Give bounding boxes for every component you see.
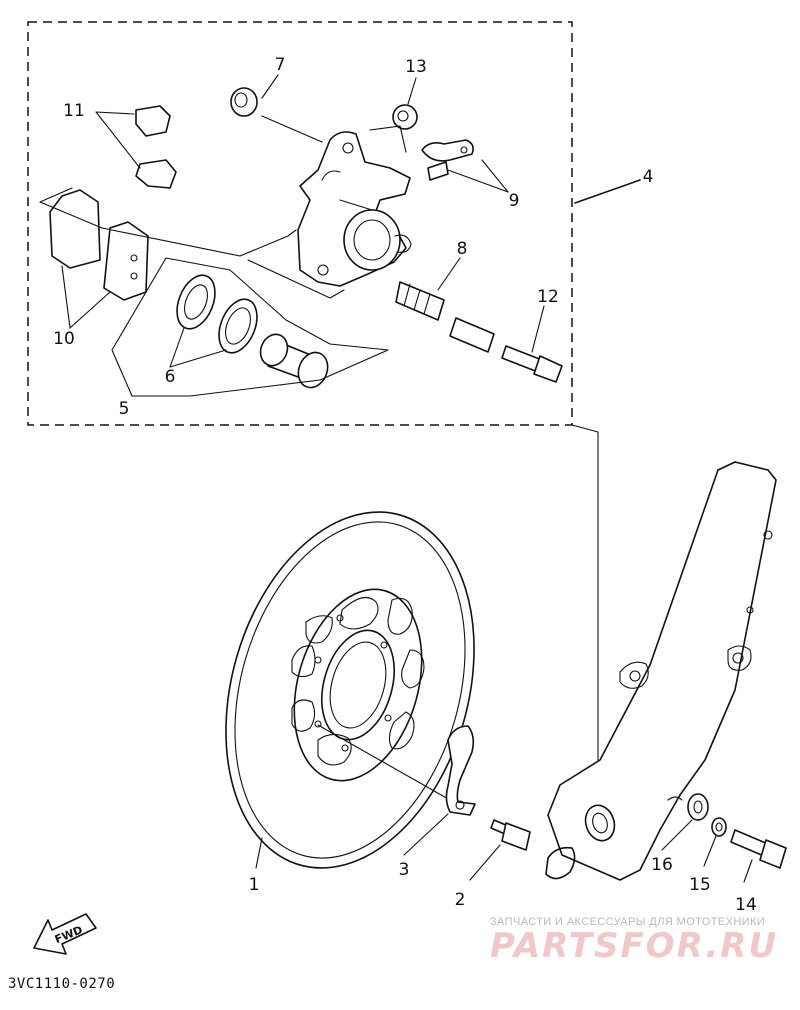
part-7-bushing [230, 87, 258, 117]
callout-14: 14 [735, 895, 757, 915]
fwd-direction-arrow: FWD [33, 913, 97, 955]
diagram-code: 3VC1110-0270 [8, 976, 116, 992]
part-10-brake-pads [49, 189, 149, 301]
part-6-piston-seals [176, 274, 258, 354]
collar-16 [687, 793, 709, 821]
part-8-boot-and-pin [395, 281, 495, 353]
callout-6: 6 [165, 367, 176, 387]
callout-2: 2 [455, 890, 466, 910]
washer-15 [711, 817, 727, 837]
watermark-logo: PARTSFOR.RU [490, 926, 779, 966]
part-9-bleed-screw [421, 139, 474, 181]
watermark-subtitle: ЗАПЧАСТИ И АКСЕССУАРЫ ДЛЯ МОТОТЕХНИКИ [490, 916, 766, 928]
callout-11: 11 [63, 101, 85, 121]
caliper-bolt-14 [730, 829, 787, 869]
callout-13: 13 [405, 57, 427, 77]
leader-lines [39, 74, 753, 883]
part-12-bolt [501, 345, 563, 383]
disc-bolt-plate [445, 725, 476, 816]
part-5-piston [259, 333, 329, 389]
callout-3: 3 [399, 860, 410, 880]
part-11-pad-clips [135, 105, 177, 189]
callout-8: 8 [457, 239, 468, 259]
caliper-body [297, 131, 412, 287]
callout-5: 5 [119, 399, 130, 419]
front-fork-leg [545, 461, 777, 881]
callout-10: 10 [53, 329, 75, 349]
part-13-bleed-cap [392, 104, 418, 130]
callout-16: 16 [651, 855, 673, 875]
disc-bolt [490, 819, 531, 851]
callout-4: 4 [643, 167, 654, 187]
callout-1: 1 [249, 875, 260, 895]
brake-disc [225, 511, 475, 869]
callout-15: 15 [689, 875, 711, 895]
callout-12: 12 [537, 287, 559, 307]
caliper-assembly-frame [27, 21, 641, 761]
callout-labels: 1 2 3 4 5 6 7 8 9 10 11 12 13 14 15 16 [53, 55, 757, 915]
callout-9: 9 [509, 191, 520, 211]
callout-7: 7 [275, 55, 286, 75]
